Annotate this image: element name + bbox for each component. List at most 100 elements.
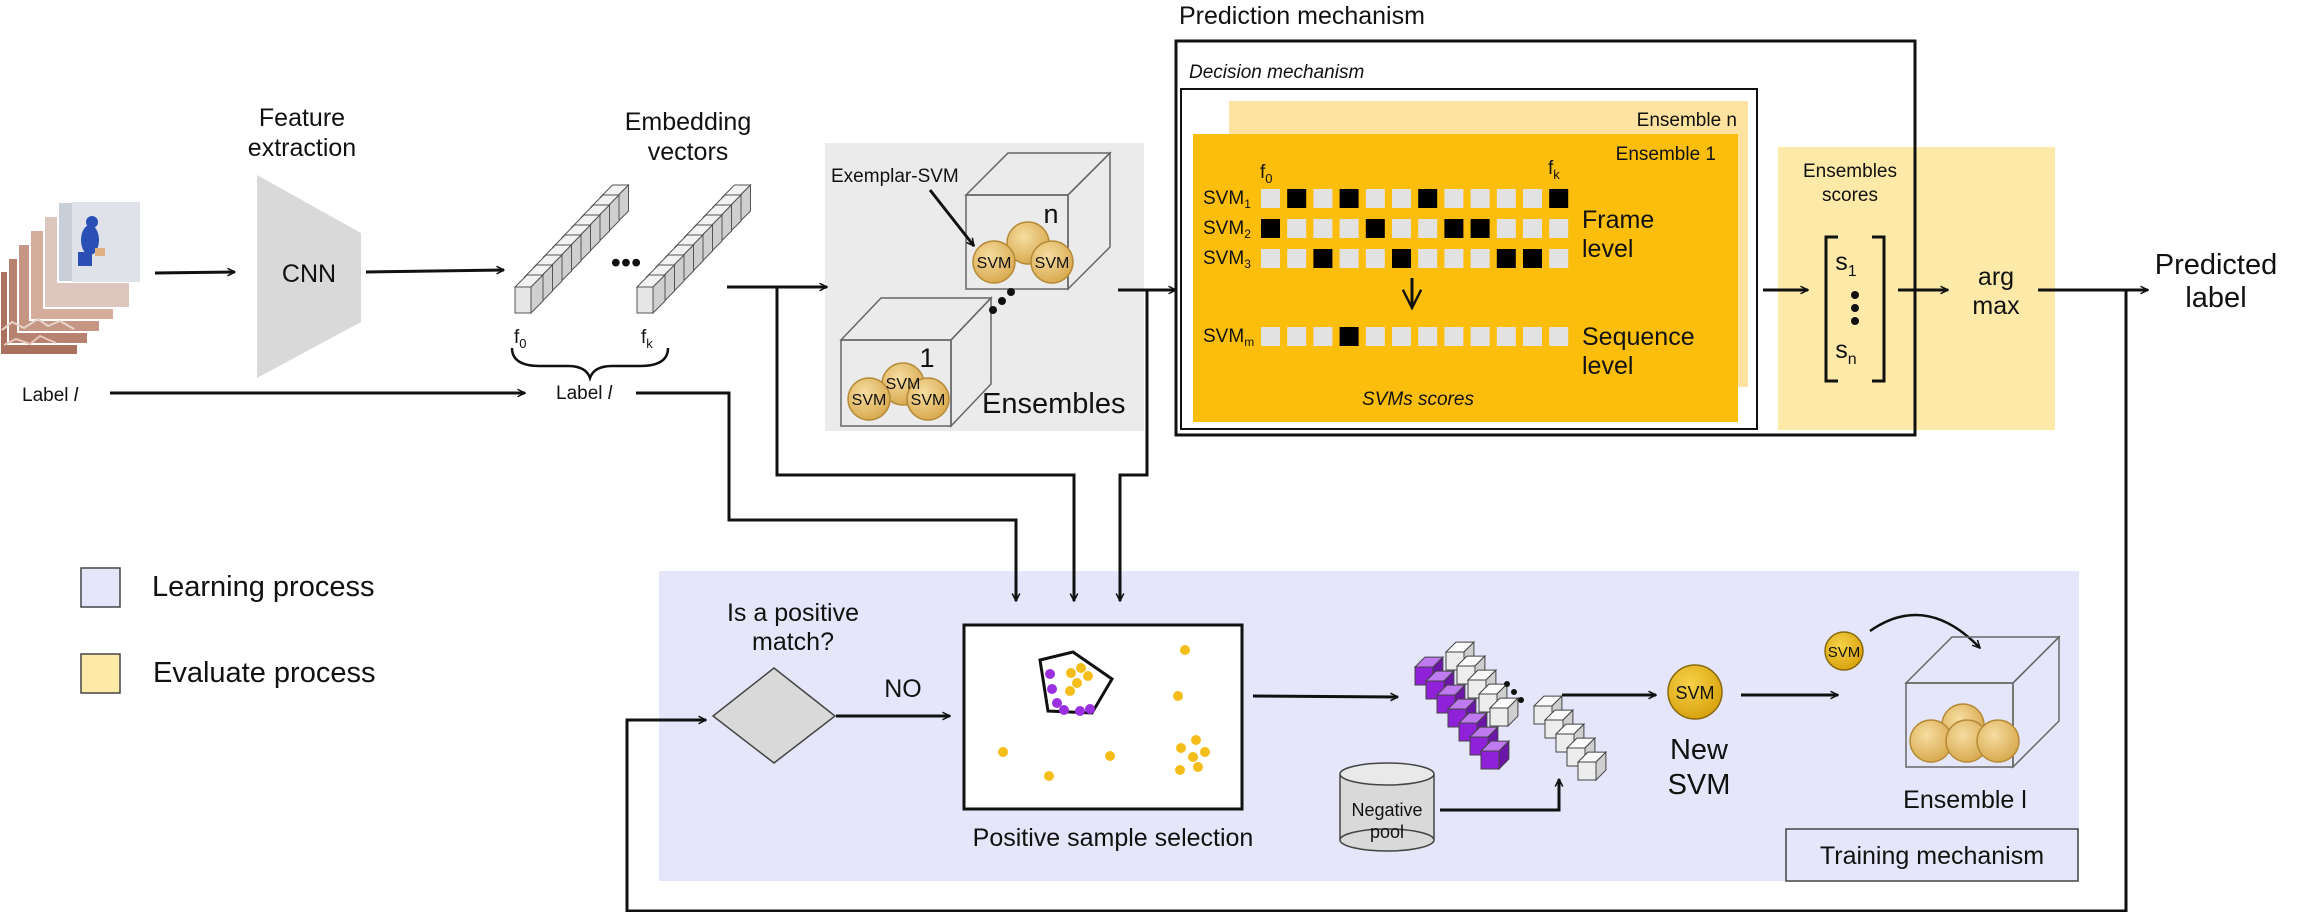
cnn-label: CNN — [282, 260, 336, 288]
negative-pool: Negative pool — [1339, 762, 1435, 852]
svm-score-cell — [1261, 249, 1280, 268]
svm-row-label: SVM3 — [1203, 248, 1251, 271]
feature-extraction-label-line2: extraction — [248, 134, 356, 162]
video-frames-stack — [0, 201, 141, 356]
svm-row: SVMm — [1203, 326, 1569, 349]
sample-point — [1105, 751, 1115, 761]
svm-score-cell-active — [1444, 219, 1464, 238]
svm-score-cell-active — [1261, 219, 1280, 238]
svm-row: SVM2 — [1203, 218, 1569, 241]
decision-fk-label: fk — [1548, 158, 1560, 182]
positive-sample-selection-label: Positive sample selection — [973, 824, 1254, 852]
sample-point-selected — [1075, 706, 1085, 716]
svm-score-cell — [1549, 219, 1569, 238]
svm-score-cell — [1313, 189, 1333, 208]
svm-score-cell — [1470, 327, 1490, 346]
svm-score-cell — [1365, 249, 1385, 268]
score-s1: s1 — [1835, 248, 1857, 280]
sample-point — [998, 747, 1008, 757]
ensemble-index-1: 1 — [919, 343, 934, 373]
svm-score-cell — [1261, 327, 1280, 346]
chain-dot — [1518, 697, 1524, 703]
svm-score-cell-active — [1470, 219, 1490, 238]
ensemble-cube-1: SVM SVM SVM 1 — [839, 296, 993, 428]
incoming-svm-ball-label: SVM — [1828, 644, 1861, 661]
svm-score-cell — [1549, 249, 1569, 268]
svm-row: SVM3 — [1203, 248, 1569, 271]
svm-score-cell — [1496, 327, 1516, 346]
svms-scores-label: SVMs scores — [1362, 389, 1474, 410]
sample-point — [1072, 678, 1082, 688]
svm-score-cell — [1261, 189, 1280, 208]
predicted-label-line2: label — [2185, 282, 2246, 314]
frame-level-label-line1: Frame — [1582, 206, 1654, 234]
frame-level-label-line2: level — [1582, 235, 1633, 263]
ensemble-l-cube — [1904, 635, 2061, 769]
svm-score-cell — [1339, 219, 1359, 238]
positive-match-label-line1: Is a positive — [727, 599, 859, 627]
decision-f0-label: f0 — [1260, 162, 1273, 186]
sample-point — [1066, 668, 1076, 678]
ensemble-n-label: Ensemble n — [1637, 110, 1737, 131]
embedding-cell — [513, 273, 545, 315]
svm-score-cell — [1287, 327, 1307, 346]
embedding-cell — [635, 273, 667, 315]
embedding-vectors — [513, 183, 752, 315]
embedding-ellipsis: ••• — [611, 247, 641, 279]
svm-score-cell — [1418, 219, 1438, 238]
ensemble-1-label: Ensemble 1 — [1616, 144, 1716, 165]
arg-max-label-line2: max — [1972, 292, 2020, 320]
decision-mechanism-frame — [1180, 88, 1758, 430]
positive-match-decision — [711, 667, 837, 764]
sample-point — [1173, 691, 1183, 701]
svm-score-cell — [1313, 219, 1333, 238]
svm-score-cell — [1444, 189, 1464, 208]
sample-point — [1044, 771, 1054, 781]
sample-point — [1176, 743, 1186, 753]
svm-ball-label: SVM — [977, 255, 1012, 272]
sample-points — [998, 645, 1210, 781]
svm-score-cell — [1365, 327, 1385, 346]
negative-pool-label-line2: pool — [1370, 822, 1404, 842]
sample-point-selected — [1047, 684, 1057, 694]
new-svm-ball-label: SVM — [1675, 683, 1714, 703]
decision-mechanism-title: Decision mechanism — [1189, 62, 1364, 83]
svm-score-cell-active — [1523, 249, 1542, 268]
svm-score-cell — [1523, 219, 1542, 238]
sample-point — [1175, 765, 1185, 775]
sequence-level-label-line1: Sequence — [1582, 323, 1695, 351]
svm-score-cell — [1549, 327, 1569, 346]
svm-score-cell — [1470, 189, 1490, 208]
new-svm-label-line1: New — [1670, 734, 1729, 766]
sample-point — [1188, 752, 1198, 762]
svm-score-cell — [1365, 189, 1385, 208]
sample-point — [1180, 645, 1190, 655]
chain-dot — [1511, 689, 1517, 695]
sample-cube — [1488, 696, 1520, 728]
sample-chains — [1413, 640, 1608, 782]
sample-point — [1083, 671, 1093, 681]
training-mechanism-title: Training mechanism — [1820, 842, 2044, 870]
sample-point — [1065, 686, 1075, 696]
svm-score-cell — [1392, 189, 1411, 208]
fk-label: fk — [641, 327, 653, 351]
sequence-level-label-line2: level — [1582, 352, 1633, 380]
embedding-brace — [510, 347, 670, 382]
svm-ball-label: SVM — [911, 392, 946, 409]
sample-point — [1076, 663, 1086, 673]
svm-score-cell — [1496, 189, 1516, 208]
embedding-vectors-label-line1: Embedding — [625, 108, 751, 136]
svm-score-cell — [1339, 249, 1359, 268]
ensembles-label: Ensembles — [982, 388, 1125, 420]
score-dots — [1851, 291, 1859, 325]
arg-max-label-line1: arg — [1978, 263, 2014, 291]
scores-vector-left-bracket — [1824, 235, 1838, 383]
sample-point-selected — [1052, 698, 1062, 708]
prediction-mechanism-title: Prediction mechanism — [1179, 2, 1425, 30]
svm-score-cell — [1313, 327, 1333, 346]
svm-score-cell — [1523, 327, 1542, 346]
svm-score-cell-active — [1287, 189, 1307, 208]
svm-score-cell-active — [1392, 249, 1411, 268]
sample-point-selected — [1059, 705, 1069, 715]
